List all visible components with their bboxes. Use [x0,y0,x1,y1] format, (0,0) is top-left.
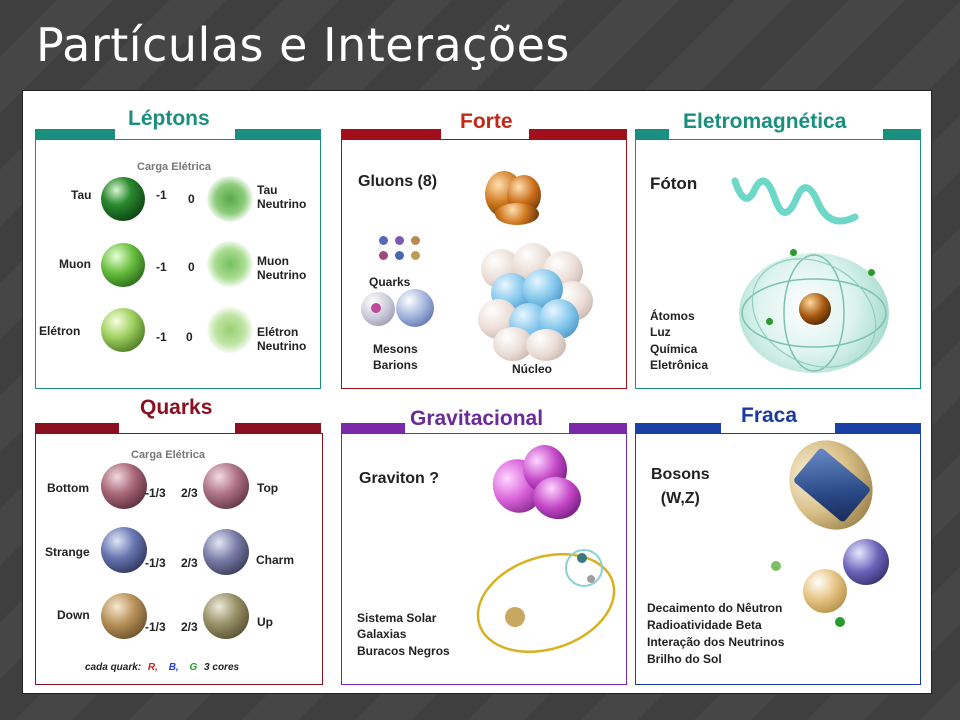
tau-charge: -1 [156,188,167,202]
weak-bar-left [635,423,721,433]
electron-neutrino-label: Elétron Neutrino [257,325,307,353]
muon-charge: -1 [156,260,167,274]
nucleus-label: Núcleo [512,362,553,376]
quarks-charge-header: Carga Elétrica [131,449,205,461]
em-title: Eletromagnética [683,110,847,133]
top-charge: 2/3 [181,486,198,500]
muon-neutrino-charge: 0 [188,260,195,274]
leptons-bar-left [35,129,115,139]
up-quark [203,593,249,639]
bottom-charge: -1/3 [145,486,166,500]
quarks-bar-left [35,423,119,433]
em-item-atoms: Átomos [650,309,695,323]
electron-particle [101,308,145,352]
gravity-item-black-holes: Buracos Negros [357,644,450,658]
muon-neutrino-label: Muon Neutrino [257,254,307,282]
quark-down-label: Down [57,608,90,622]
weak-item-beta-radioactivity: Radioatividade Beta [647,618,762,632]
quark-bottom-label: Bottom [47,481,89,495]
em-bar-right [883,129,921,139]
bottom-quark [101,463,147,509]
leptons-panel [35,139,321,389]
leptons-bar-right [235,129,321,139]
electron-neutrino-particle [207,307,253,353]
lepton-electron-label: Elétron [39,324,81,338]
footer-suffix: 3 cores [204,662,240,673]
footer-prefix: cada quark: [85,662,142,673]
quark-colors-footer: cada quark: R, B, G 3 cores [85,661,239,675]
quarks-bar-right [235,423,321,433]
gravity-bar-left [341,423,405,433]
color-green: G [189,662,198,673]
barion-icon [396,289,434,327]
barions-label: Barions [373,358,418,372]
quarks-title: Quarks [140,396,213,419]
tau-neutrino-charge: 0 [188,192,195,206]
photon-label: Fóton [650,174,698,193]
charm-charge: 2/3 [181,556,198,570]
gravity-item-galaxies: Galaxias [357,627,407,641]
weak-item-neutron-decay: Decaimento do Nêutron [647,601,783,615]
quarks-small-label: Quarks [369,275,411,289]
tau-neutrino-label: Tau Neutrino [257,183,307,211]
top-quark [203,463,249,509]
weak-title: Fraca [741,404,798,427]
weak-bar-right [835,423,921,433]
solar-system-icon [476,549,616,654]
electron-neutrino-charge: 0 [186,330,193,344]
strong-bar-left [341,129,441,139]
slide-title: Partículas e Interações [36,18,570,72]
strong-title: Forte [460,110,513,133]
strange-quark [101,527,147,573]
color-blue: B, [168,662,179,673]
tau-neutrino-particle [207,176,253,222]
gravity-bar-right [569,423,627,433]
em-item-electronics: Eletrônica [650,358,709,372]
electron-charge: -1 [156,330,167,344]
em-item-light: Luz [650,325,671,339]
tau-particle [101,177,145,221]
weak-item-sun-brightness: Brilho do Sol [647,652,722,666]
quark-up-label: Up [257,615,273,629]
gravity-item-solar-system: Sistema Solar [357,611,437,625]
down-quark [101,593,147,639]
quarks-panel [35,433,323,685]
graviton-label: Graviton ? [359,470,440,487]
quark-charm-label: Charm [256,553,295,567]
em-bar-left [635,129,669,139]
mesons-label: Mesons [373,342,418,356]
gluons-label: Gluons (8) [358,173,438,190]
leptons-title: Léptons [128,107,210,130]
strange-charge: -1/3 [145,556,166,570]
quark-top-label: Top [257,481,279,495]
lepton-muon-label: Muon [59,257,91,271]
particles-board: Léptons Carga Elétrica Tau -1 0 Tau Neut… [22,90,932,694]
color-red: R, [147,662,158,673]
leptons-charge-header: Carga Elétrica [137,161,211,173]
down-charge: -1/3 [145,620,166,634]
bosons-label: Bosons (W,Z) [651,466,710,507]
quark-strange-label: Strange [45,545,90,559]
charm-quark [203,529,249,575]
em-item-chemistry: Química [650,342,698,356]
muon-neutrino-particle [207,241,253,287]
photon-wave-icon [731,177,859,225]
strong-bar-right [529,129,627,139]
lepton-tau-label: Tau [71,188,92,202]
weak-item-neutrino-interaction: Interação dos Neutrinos [647,635,785,649]
up-charge: 2/3 [181,620,198,634]
gravity-title: Gravitacional [410,407,544,430]
meson-quark-dot [371,303,381,313]
muon-particle [101,243,145,287]
